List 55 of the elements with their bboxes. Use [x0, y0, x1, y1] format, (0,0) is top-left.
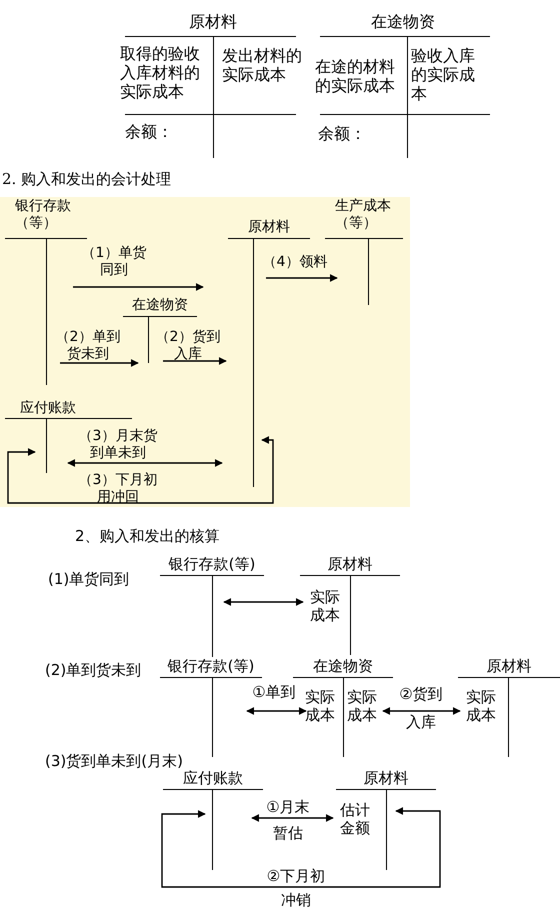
account-title: 在途物资	[312, 657, 374, 675]
account-entry: 取得的验收入库材料的实际成本	[120, 44, 201, 101]
account-title: 在途物资	[131, 297, 189, 314]
account-title: 原材料	[247, 219, 291, 236]
case-label: (2)单到货未到	[45, 660, 142, 680]
double-arrow	[382, 707, 461, 715]
t-account	[336, 768, 436, 870]
account-entry: 余额：	[125, 122, 174, 141]
edge-label: ①单到	[251, 683, 297, 701]
section-heading: 2、购入和发出的核算	[75, 526, 221, 546]
edge-label: （3）月末货到单未到	[78, 428, 158, 462]
account-title: 原材料	[188, 12, 238, 31]
account-entry: 发出材料的实际成本	[222, 46, 303, 84]
arrow	[266, 274, 338, 282]
section-heading: 2. 购入和发出的会计处理	[2, 169, 172, 189]
t-account	[163, 768, 263, 870]
account-entry: 验收入库的实际成本	[411, 46, 476, 103]
account-title: 生产成本（等）	[335, 198, 392, 232]
account-title: 银行存款(等)	[166, 657, 256, 675]
arrow	[163, 357, 227, 365]
account-entry: 余额：	[318, 124, 367, 143]
edge-label: （2）货到入库	[154, 329, 222, 363]
arrow	[73, 283, 204, 291]
edge-label: （2）单到货未到	[54, 329, 122, 363]
edge-label: ②货到入库	[398, 684, 444, 733]
account-title: 银行存款(等)	[168, 555, 256, 573]
double-arrow	[67, 459, 223, 467]
account-entry: 实际成本	[347, 688, 378, 724]
account-entry: 实际成本	[310, 588, 341, 624]
account-title: 原材料	[486, 657, 532, 675]
edge-label: ②下月初冲销	[266, 866, 326, 909]
double-arrow	[246, 707, 307, 715]
case-label: (1)单货同到	[48, 569, 130, 589]
account-title: 应付账款	[20, 400, 77, 417]
t-account	[313, 12, 493, 158]
account-entry: 实际成本	[305, 688, 336, 724]
t-account	[325, 196, 403, 305]
double-arrow	[251, 814, 334, 822]
account-entry: 在途的材料的实际成本	[315, 57, 396, 95]
double-arrow	[7, 436, 274, 504]
double-arrow	[223, 598, 304, 606]
edge-label: （3）下月初用冲回	[78, 472, 158, 506]
account-entry: 估计金额	[340, 801, 371, 837]
edge-label: ①月末暂估	[265, 797, 311, 844]
edge-label: （4）领料	[262, 254, 328, 271]
account-title: 应付账款	[182, 769, 244, 787]
account-title: 原材料	[362, 769, 410, 787]
account-title: 银行存款（等）	[15, 198, 72, 232]
account-title: 原材料	[326, 555, 374, 573]
account-entry: 实际成本	[466, 688, 497, 724]
account-title: 在途物资	[370, 12, 436, 31]
double-arrow	[161, 807, 441, 888]
case-label: (3)货到单未到(月末)	[45, 751, 184, 771]
arrow	[60, 359, 139, 367]
edge-label: （1）单货同到	[80, 245, 148, 279]
